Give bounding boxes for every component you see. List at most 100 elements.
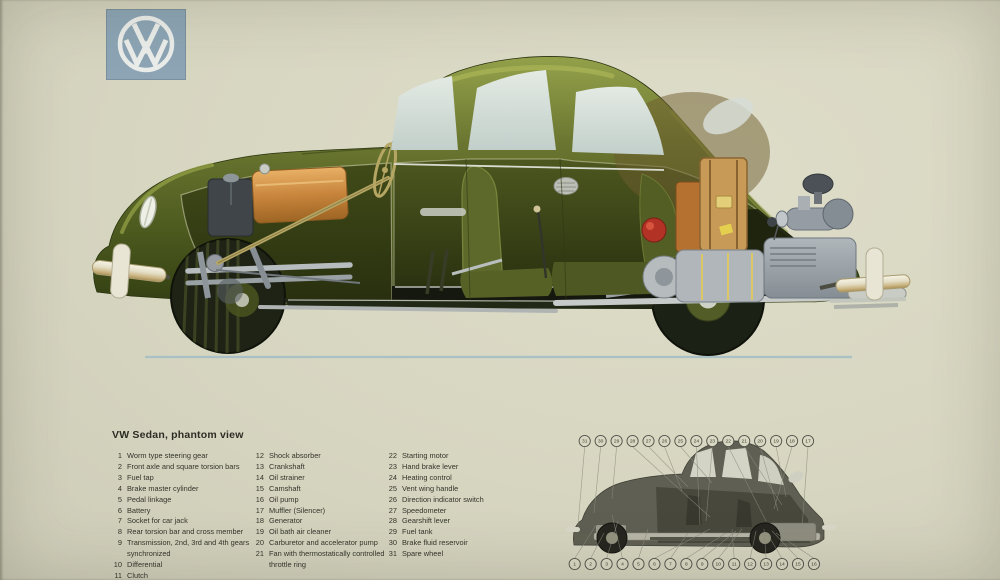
legend-item-text: Differential bbox=[127, 560, 163, 570]
legend-item-text: Clutch bbox=[127, 570, 148, 580]
legend-item-number: 9 bbox=[117, 538, 122, 548]
legend-item-number: 2 bbox=[117, 461, 122, 471]
legend-item-number: 12 bbox=[255, 451, 264, 460]
svg-text:22: 22 bbox=[726, 439, 732, 445]
svg-text:10: 10 bbox=[716, 562, 722, 568]
legend-item-text: Oil pump bbox=[269, 494, 299, 504]
fender-highlight bbox=[120, 163, 214, 234]
legend-item-number: 3 bbox=[117, 472, 122, 482]
legend-item-text: Camshaft bbox=[269, 483, 301, 493]
legend-item-number: 21 bbox=[255, 549, 264, 559]
legend-item-17: 17 Muffler (Silencer) bbox=[252, 506, 385, 517]
steering-box bbox=[206, 254, 224, 272]
svg-text:21: 21 bbox=[741, 439, 747, 445]
windows bbox=[391, 70, 753, 155]
legend-item-text: Speedometer bbox=[402, 505, 447, 515]
svg-text:11: 11 bbox=[732, 562, 737, 568]
legend-item-text: Fan with thermostatically controlled thr… bbox=[269, 549, 385, 570]
svg-text:8: 8 bbox=[685, 562, 688, 568]
callout-29: 29 bbox=[610, 434, 623, 500]
legend-item-text: Fuel tank bbox=[402, 527, 433, 537]
front-bumper-overrider bbox=[110, 243, 131, 299]
svg-text:23: 23 bbox=[710, 439, 716, 445]
legend-item-text: Direction indicator switch bbox=[402, 494, 484, 504]
carburetor bbox=[798, 196, 810, 210]
transmission bbox=[642, 249, 765, 303]
legend-item-number: 13 bbox=[255, 461, 264, 471]
legend-item-number: 24 bbox=[388, 472, 397, 482]
svg-text:4: 4 bbox=[621, 562, 624, 568]
callout-24: 24 bbox=[690, 434, 703, 526]
callout-1: 1 bbox=[568, 524, 597, 571]
callout-28: 28 bbox=[626, 434, 711, 518]
svg-text:13: 13 bbox=[763, 562, 769, 568]
car-cutaway-illustration bbox=[91, 56, 911, 359]
callout-5: 5 bbox=[632, 528, 649, 571]
fan-housing bbox=[822, 198, 854, 230]
svg-text:15: 15 bbox=[795, 562, 801, 568]
front-bumper bbox=[91, 243, 171, 299]
legend-item-number: 17 bbox=[255, 505, 264, 515]
front-seat bbox=[460, 165, 553, 298]
legend-item-29: 29 Fuel tank bbox=[385, 527, 545, 538]
steering-wheel bbox=[372, 142, 398, 198]
legend-item-number: 30 bbox=[388, 538, 397, 548]
callout-23: 23 bbox=[705, 434, 719, 522]
legend-item-text: Generator bbox=[269, 516, 303, 526]
fuel-tank bbox=[251, 163, 349, 224]
legend-item-number: 11 bbox=[114, 570, 122, 580]
legend-item-11: 11 Clutch bbox=[110, 571, 252, 580]
callout-15: 15 bbox=[771, 530, 805, 571]
legend-item-text: Worm type steering gear bbox=[127, 451, 208, 460]
legend-item-number: 29 bbox=[388, 527, 397, 537]
callout-6: 6 bbox=[648, 528, 711, 571]
legend-item-text: Battery bbox=[127, 505, 151, 515]
callout-13: 13 bbox=[760, 528, 773, 571]
legend-item-number: 18 bbox=[255, 516, 264, 526]
callout-19: 19 bbox=[770, 434, 787, 498]
legend-item-number: 14 bbox=[255, 472, 264, 482]
legend-item-number: 22 bbox=[388, 451, 397, 460]
svg-text:29: 29 bbox=[614, 439, 620, 445]
legend-item-21: 21 Fan with thermostatically controlled t… bbox=[252, 549, 385, 571]
body-trim bbox=[301, 147, 665, 301]
legend-item-text: Pedal linkage bbox=[127, 494, 172, 504]
legend-item-text: Muffler (Silencer) bbox=[269, 505, 326, 515]
legend-item-number: 15 bbox=[255, 483, 264, 493]
callout-11: 11 bbox=[728, 528, 741, 571]
heater-unit bbox=[641, 217, 667, 243]
svg-text:27: 27 bbox=[646, 439, 652, 445]
svg-text:3: 3 bbox=[605, 562, 608, 568]
pedal-linkage bbox=[425, 248, 449, 295]
callout-14: 14 bbox=[767, 534, 789, 571]
legend-item-9: 9 Transmission, 2nd, 3rd and 4th gears sy… bbox=[110, 538, 252, 560]
legend-item-number: 20 bbox=[255, 538, 264, 548]
legend-item-text: Front axle and square torsion bars bbox=[127, 461, 240, 471]
legend-item-18: 18 Generator bbox=[252, 516, 385, 527]
engine bbox=[763, 173, 857, 299]
svg-text:6: 6 bbox=[653, 562, 656, 568]
callout-22: 22 bbox=[722, 434, 767, 522]
svg-text:20: 20 bbox=[757, 439, 763, 445]
legend-item-text: Transmission, 2nd, 3rd and 4th gears syn… bbox=[127, 538, 250, 559]
door-window bbox=[468, 70, 556, 150]
legend-item-15: 15 Camshaft bbox=[252, 484, 385, 495]
legend-item-2: 2 Front axle and square torsion bars bbox=[110, 462, 252, 473]
callout-3: 3 bbox=[600, 520, 619, 571]
